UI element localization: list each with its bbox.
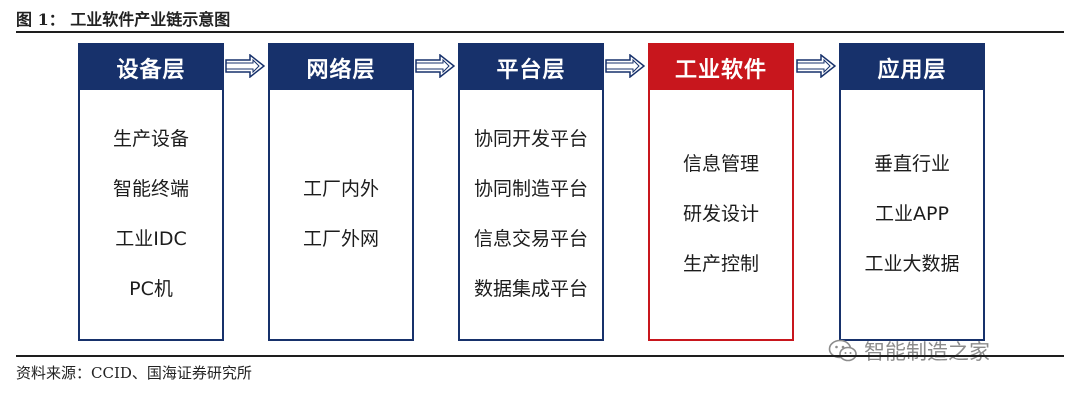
column-header: 设备层 (80, 45, 222, 90)
column-item: 智能终端 (112, 178, 189, 200)
bottom-rule (16, 355, 1064, 357)
column-network-layer: 网络层 工厂内外 工厂外网 (268, 43, 414, 341)
column-header: 工业软件 (650, 45, 792, 90)
column-item: 信息交易平台 (473, 228, 588, 250)
watermark: 智能制造之家 (828, 336, 990, 366)
column-item: 研发设计 (682, 203, 759, 225)
column-item: PC机 (129, 278, 173, 300)
column-item: 协同开发平台 (473, 128, 588, 150)
column-item: 垂直行业 (873, 153, 950, 175)
column-platform-layer: 平台层 协同开发平台 协同制造平台 信息交易平台 数据集成平台 (458, 43, 604, 341)
double-outline-arrow-icon (605, 54, 645, 78)
column-item: 数据集成平台 (473, 278, 588, 300)
column-item: 生产控制 (682, 253, 759, 275)
column-item: 协同制造平台 (473, 178, 588, 200)
figure-title: 图 1： 工业软件产业链示意图 (16, 10, 231, 29)
column-item: 工厂内外 (302, 178, 379, 200)
column-application-layer: 应用层 垂直行业 工业APP 工业大数据 (839, 43, 985, 341)
top-rule (16, 31, 1064, 33)
column-item: 工业IDC (115, 228, 187, 250)
watermark-text: 智能制造之家 (864, 340, 990, 364)
column-item: 工业大数据 (864, 253, 960, 275)
column-item: 生产设备 (112, 128, 189, 150)
double-outline-arrow-icon (225, 54, 265, 78)
column-header: 平台层 (460, 45, 602, 90)
column-item: 工业APP (875, 203, 949, 225)
column-item: 工厂外网 (302, 228, 379, 250)
wechat-icon (828, 339, 857, 362)
column-industrial-software: 工业软件 信息管理 研发设计 生产控制 (648, 43, 794, 341)
column-header: 网络层 (270, 45, 412, 90)
double-outline-arrow-icon (796, 54, 836, 78)
double-outline-arrow-icon (415, 54, 455, 78)
column-item: 信息管理 (682, 153, 759, 175)
column-header: 应用层 (841, 45, 983, 90)
source-note: 资料来源：CCID、国海证券研究所 (16, 364, 252, 382)
column-device-layer: 设备层 生产设备 智能终端 工业IDC PC机 (78, 43, 224, 341)
